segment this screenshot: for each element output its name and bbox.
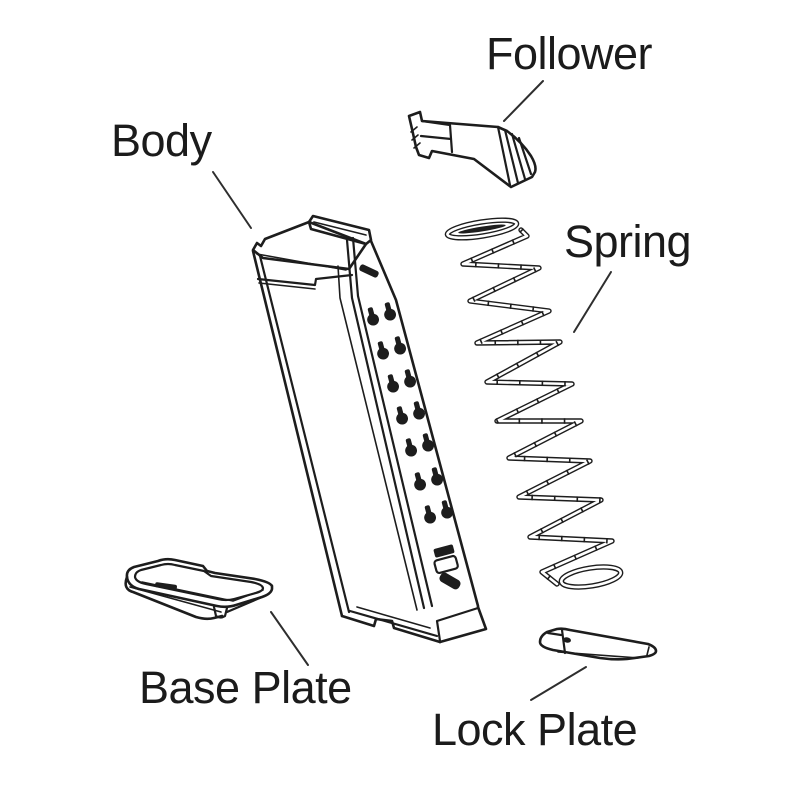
body-flange [438,605,488,644]
base-plate-outer-rim [125,557,274,609]
lock-plate-part [538,627,658,661]
body-logo-mark [359,264,379,278]
base-plate-part [124,557,274,621]
body-leader-line [212,171,252,229]
follower-leader-line [503,80,544,122]
base-plate-inner-rim [133,562,265,602]
spring-part [444,217,624,590]
body-label: Body [111,115,212,166]
spring-leader-line [573,271,612,333]
body-witness-holes [367,302,453,524]
follower-outline [407,110,537,189]
spring-top-coil [444,217,520,241]
lock-plate-outline [538,627,658,661]
lock-plate-hole [563,637,571,643]
body-bottom-edge [340,614,442,644]
spring-bottom-coil [558,564,624,590]
follower-detail-lines [419,119,533,187]
spring-label: Spring [564,216,692,267]
spring-coils [460,227,615,587]
follower-hatching [410,126,421,149]
lock-plate-label: Lock Plate [432,704,638,755]
follower-part [407,110,537,189]
base-plate-leader-line [270,611,309,666]
follower-label: Follower [486,28,653,79]
base-plate-tab [212,595,264,619]
body-bottom-slots [433,544,461,590]
body-left-edge [251,249,344,618]
body-feed-lip [307,214,373,246]
magazine-body-part [251,214,488,644]
base-plate-wall [124,575,224,621]
lock-plate-leader-line [530,666,587,701]
base-plate-label: Base Plate [139,662,352,713]
body-right-edge [369,239,480,608]
body-top-face [251,220,368,271]
leader-lines [212,80,612,701]
